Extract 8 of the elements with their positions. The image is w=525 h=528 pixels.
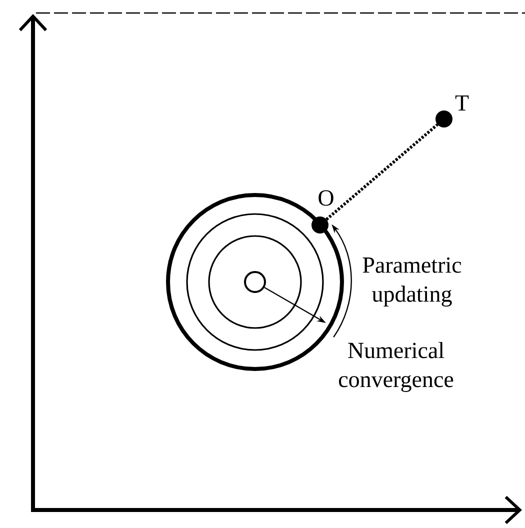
point-label: T <box>455 95 469 111</box>
dotted-line <box>325 123 438 221</box>
point-label: O <box>318 190 334 206</box>
text-label: Parametric updating <box>362 257 462 307</box>
center-circle <box>244 271 266 293</box>
point-dot <box>312 216 328 234</box>
text-label: Numerical convergence <box>338 342 454 392</box>
point-dot <box>436 110 452 128</box>
